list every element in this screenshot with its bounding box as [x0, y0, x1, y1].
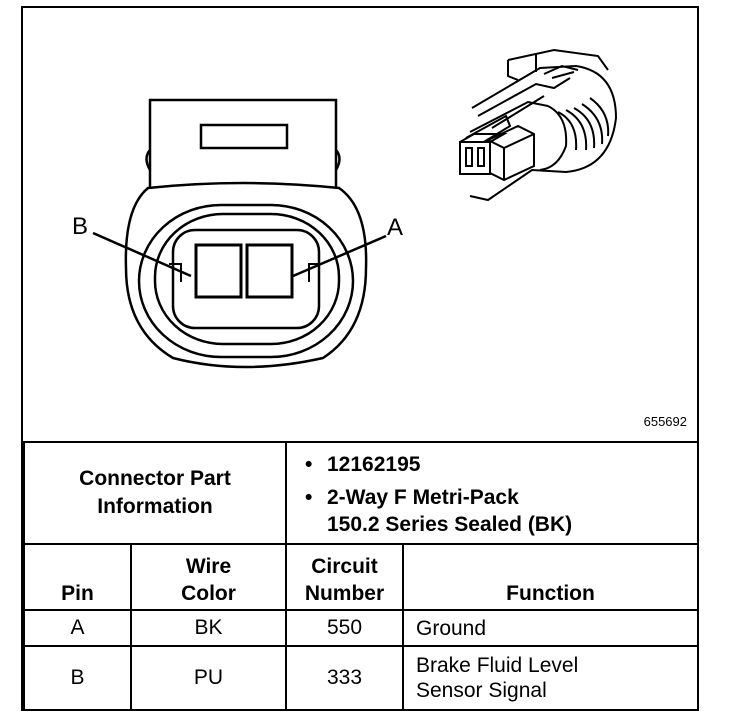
- terminal-a: [245, 243, 294, 299]
- row-a-function: Ground: [401, 609, 700, 647]
- seal-ring-inner: [153, 212, 341, 346]
- table-header-row: Pin Wire Color Circuit Number Function: [23, 543, 700, 611]
- connector-isometric-view: [459, 48, 618, 202]
- part-info-title-text: Connector Part Information: [79, 467, 231, 518]
- row-a-pin: A: [23, 609, 132, 647]
- row-a-circuit-number: 550: [285, 609, 404, 647]
- row-b-function-line2: Sensor Signal: [416, 679, 547, 702]
- table-row: A BK 550 Ground: [23, 609, 700, 647]
- leader-line-b: [92, 231, 192, 278]
- latch-slot: [199, 123, 289, 150]
- connector-info-panel: B A 655692 Connector Part Information 12…: [21, 6, 700, 711]
- header-wire-color: Wire Color: [130, 543, 287, 611]
- connector-description-line2: 150.2 Series Sealed (BK): [327, 513, 573, 536]
- connector-pinout-table: Connector Part Information 12162195 2-Wa…: [23, 441, 700, 711]
- row-b-pin: B: [23, 645, 132, 711]
- row-b-wire-color: PU: [130, 645, 287, 711]
- seal-ring-outer: [137, 203, 355, 359]
- header-circuit-number: Circuit Number: [285, 543, 404, 611]
- pin-b-label: B: [72, 213, 89, 240]
- connector-latch: [148, 98, 338, 189]
- leader-line-a: [292, 234, 387, 278]
- part-number: 12162195: [305, 451, 697, 478]
- pin-a-label: A: [387, 214, 404, 241]
- connector-outer-shell: [124, 181, 368, 369]
- connector-drawing: B A 655692: [23, 8, 697, 441]
- connector-part-info-title: Connector Part Information: [23, 441, 287, 545]
- row-a-wire-color: BK: [130, 609, 287, 647]
- part-info-row: Connector Part Information 12162195 2-Wa…: [23, 441, 700, 545]
- connector-description-line1: 2-Way F Metri-Pack: [305, 484, 697, 511]
- table-row: B PU 333 Brake Fluid Level Sensor Signal: [23, 645, 700, 711]
- header-wire-color-text: Wire Color: [181, 555, 236, 605]
- row-b-function: Brake Fluid Level Sensor Signal: [401, 645, 700, 711]
- row-b-function-line1: Brake Fluid Level: [416, 654, 579, 677]
- row-b-circuit-number: 333: [285, 645, 404, 711]
- part-info-details: 12162195 2-Way F Metri-Pack 150.2 Series…: [284, 441, 700, 545]
- terminal-cavity-frame: [171, 228, 321, 330]
- header-circuit-number-text: Circuit Number: [304, 555, 385, 605]
- connector-face-illustration: [92, 48, 618, 369]
- figure-id: 655692: [643, 414, 687, 429]
- header-function: Function: [401, 543, 700, 611]
- terminal-b: [194, 243, 243, 299]
- header-pin: Pin: [23, 543, 132, 611]
